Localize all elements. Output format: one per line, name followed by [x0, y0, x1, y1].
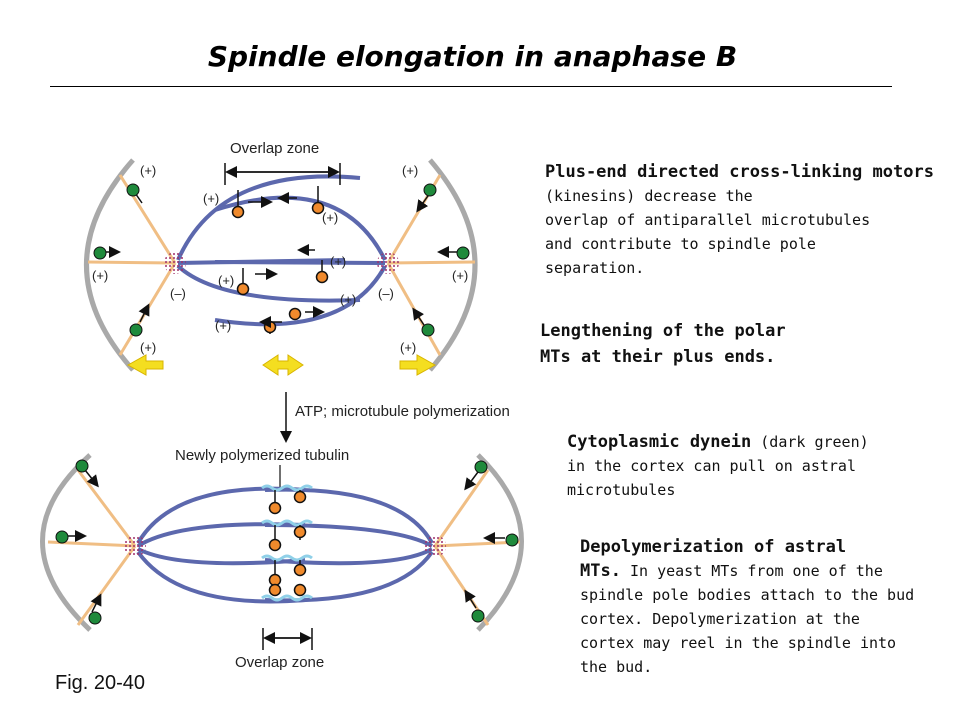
right-spindle-pole	[377, 252, 399, 274]
title-underline	[50, 86, 892, 87]
svg-text:(+): (+)	[140, 340, 156, 355]
note-astral-bold1: Depolymerization of astral	[580, 537, 847, 557]
svg-text:(–): (–)	[378, 286, 394, 301]
pole-separation-arrows	[126, 354, 437, 376]
polarity-signs: (+) (+) (+) (–) (+) (+) (+) (+) (+) (+) …	[92, 163, 468, 355]
svg-text:(+): (+)	[402, 163, 418, 178]
bottom-overlap-zone-label: Overlap zone	[235, 654, 324, 671]
top-overlap-zone-label: Overlap zone	[230, 140, 319, 157]
note-astral: Depolymerization of astral MTs. In yeast…	[580, 537, 915, 676]
left-cortex-arc	[84, 158, 135, 372]
left-cortex-dyneins	[93, 183, 150, 337]
left-cortex-arc-bottom	[40, 453, 92, 632]
newly-polymerized-tubulin	[261, 484, 313, 602]
left-astral-microtubules-bottom	[47, 469, 137, 626]
right-cortex-arc-bottom	[476, 453, 524, 632]
svg-text:(+): (+)	[452, 268, 468, 283]
left-spindle-pole-bottom	[124, 535, 146, 557]
svg-text:(+): (+)	[340, 292, 356, 307]
svg-text:(–): (–)	[170, 286, 186, 301]
svg-text:(+): (+)	[330, 254, 346, 269]
right-spindle-pole-bottom	[424, 535, 446, 557]
note-kinesin: Plus-end directed cross-linking motors (…	[545, 162, 934, 277]
process-arrow-label: ATP; microtubule polymerization	[295, 403, 510, 420]
right-cortex-dyneins	[412, 183, 470, 337]
note-polar: Lengthening of the polar MTs at their pl…	[540, 321, 786, 367]
note-kinesin-bold: Plus-end directed cross-linking motors	[545, 162, 934, 182]
svg-text:(+): (+)	[400, 340, 416, 355]
left-spindle-pole	[164, 252, 186, 274]
right-cortex-arc	[428, 158, 478, 372]
motor-direction-arrows	[248, 192, 325, 328]
page-title: Spindle elongation in anaphase B	[207, 40, 738, 73]
bottom-overlap-zone-bracket	[262, 628, 313, 650]
left-cortex-dyneins-bottom	[55, 459, 102, 625]
kinesin-motors	[231, 186, 329, 334]
svg-text:(+): (+)	[215, 318, 231, 333]
figure-label: Fig. 20-40	[55, 672, 146, 694]
kinesin-motors-bottom	[268, 490, 307, 597]
note-dynein: Cytoplasmic dynein (dark green) in the c…	[567, 432, 869, 499]
right-cortex-dyneins-bottom	[464, 460, 519, 623]
note-astral-bold2: MTs.	[580, 561, 621, 581]
svg-text:(+): (+)	[203, 191, 219, 206]
svg-text:(+): (+)	[218, 273, 234, 288]
newly-polymerized-label: Newly polymerized tubulin	[175, 447, 349, 464]
top-spindle: Overlap zone (+) (+) (+) (–) (+) (+) (+)…	[84, 140, 478, 376]
top-overlap-zone-bracket	[224, 163, 341, 185]
bottom-spindle	[40, 453, 524, 650]
svg-text:(+): (+)	[140, 163, 156, 178]
svg-text:(+): (+)	[92, 268, 108, 283]
note-dynein-bold: Cytoplasmic dynein	[567, 432, 752, 452]
svg-text:(+): (+)	[322, 210, 338, 225]
polar-microtubules-bottom	[136, 486, 434, 604]
